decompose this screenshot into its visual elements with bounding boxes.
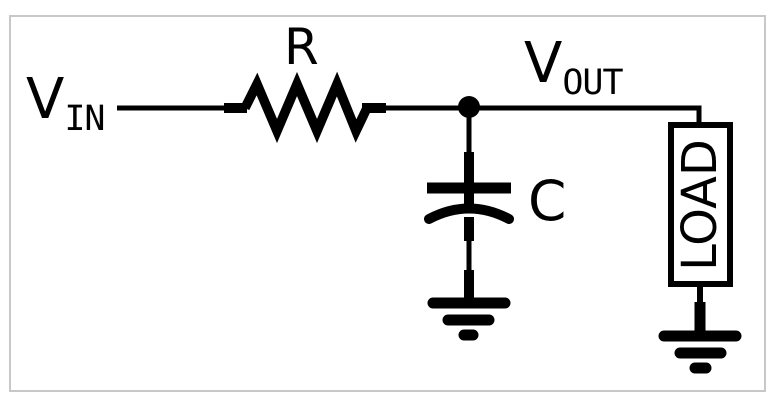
wire-output: [384, 105, 702, 124]
capacitor-label: C: [528, 169, 567, 233]
vout-label: VOUT: [524, 36, 624, 101]
canvas-frame: [9, 15, 766, 392]
vout-label-base: V: [524, 31, 563, 96]
capacitor-plate-curved: [424, 203, 514, 224]
vin-label-subscript: IN: [64, 99, 105, 139]
vin-label-base: V: [26, 67, 65, 132]
vout-label-subscript: OUT: [562, 63, 623, 103]
ground-symbol-capacitor: [427, 297, 511, 341]
load-box: [668, 122, 733, 287]
capacitor-symbol: [424, 112, 514, 301]
resistor-symbol: [224, 71, 386, 144]
junction-dot: [458, 96, 480, 118]
ground-symbol-load: [658, 330, 742, 374]
vin-label: VIN: [26, 72, 105, 137]
load-label: LOAD: [672, 139, 728, 271]
resistor-zigzag: [240, 71, 372, 144]
resistor-label: R: [284, 18, 319, 76]
